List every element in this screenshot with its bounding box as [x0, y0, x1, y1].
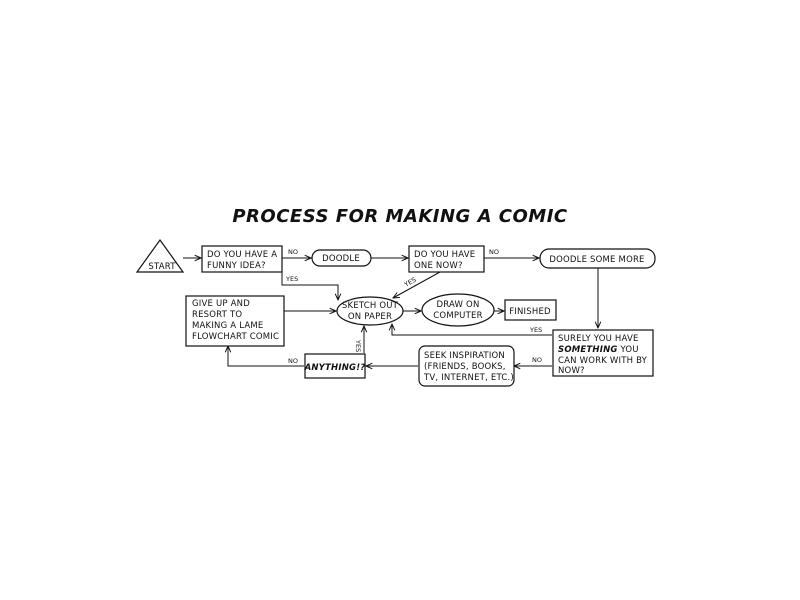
anything-box: [304, 353, 366, 379]
edge-label-surely-no: NO: [532, 356, 542, 364]
finished-box: [504, 299, 557, 321]
node-one-now: DO YOU HAVE ONE NOW?: [408, 245, 485, 273]
surely-line-2: SOMETHING YOU: [558, 345, 639, 355]
edge-label-anything-yes: YES: [354, 339, 362, 352]
start-triangle: [135, 238, 185, 273]
inspiration-line-2: (FRIENDS, BOOKS,: [424, 362, 506, 372]
funny-idea-line-2: FUNNY IDEA?: [207, 261, 266, 271]
draw-ellipse: [421, 293, 495, 327]
sketch-ellipse: [336, 296, 404, 326]
node-funny-idea: DO YOU HAVE A FUNNY IDEA?: [201, 245, 283, 273]
edge-one-now-yes-to-sketch: [393, 271, 441, 298]
one-now-line-2: ONE NOW?: [414, 261, 463, 271]
node-give-up: GIVE UP AND RESORT TO MAKING A LAME FLOW…: [185, 295, 285, 347]
edge-surely-yes-to-sketch: [392, 324, 552, 336]
doodle-label: DOODLE: [322, 254, 360, 264]
draw-line-1: DRAW ON: [436, 300, 479, 310]
node-sketch: SKETCH OUT ON PAPER: [336, 296, 404, 326]
diagram-title: PROCESS FOR MAKING A COMIC: [232, 206, 568, 227]
edge-label-one-now-no: NO: [489, 248, 499, 256]
doodle-box: [311, 249, 372, 267]
node-anything: ANYTHING!?: [304, 353, 366, 379]
give-up-line-1: GIVE UP AND: [192, 299, 250, 309]
edge-label-one-now-yes: YES: [402, 276, 417, 290]
doodle-more-box: [539, 248, 656, 269]
give-up-box: [185, 295, 285, 347]
node-inspiration: SEEK INSPIRATION (FRIENDS, BOOKS, TV, IN…: [418, 345, 515, 387]
surely-line-4: NOW?: [558, 366, 585, 376]
edge-label-surely-yes: YES: [529, 326, 542, 334]
start-label: START: [148, 262, 176, 272]
sketch-line-1: SKETCH OUT: [342, 301, 399, 311]
surely-box: [552, 329, 654, 377]
node-doodle-more: DOODLE SOME MORE: [539, 248, 656, 269]
inspiration-line-1: SEEK INSPIRATION: [424, 351, 505, 361]
inspiration-box: [418, 345, 515, 387]
edge-label-funny-yes: YES: [285, 275, 298, 283]
finished-label: FINISHED: [509, 307, 551, 317]
surely-line-2-rest: YOU: [618, 345, 639, 355]
edge-label-anything-no: NO: [288, 357, 298, 365]
sketch-line-2: ON PAPER: [348, 312, 392, 322]
edge-label-funny-no: NO: [288, 248, 298, 256]
surely-line-1: SURELY YOU HAVE: [558, 334, 639, 344]
give-up-line-4: FLOWCHART COMIC: [192, 332, 279, 342]
surely-line-3: CAN WORK WITH BY: [558, 356, 648, 366]
node-draw: DRAW ON COMPUTER: [421, 293, 495, 327]
draw-line-2: COMPUTER: [433, 311, 482, 321]
one-now-box: [408, 245, 485, 273]
connectors: [183, 258, 598, 366]
node-finished: FINISHED: [504, 299, 557, 321]
node-surely: SURELY YOU HAVE SOMETHING YOU CAN WORK W…: [552, 329, 654, 377]
funny-idea-line-1: DO YOU HAVE A: [207, 250, 277, 260]
anything-label: ANYTHING!?: [304, 363, 366, 373]
one-now-line-1: DO YOU HAVE: [414, 250, 475, 260]
surely-emphasis: SOMETHING: [558, 345, 618, 355]
funny-idea-box: [201, 245, 283, 273]
give-up-line-3: MAKING A LAME: [192, 321, 263, 331]
doodle-more-label: DOODLE SOME MORE: [549, 255, 644, 265]
edge-anything-no-to-give-up: [228, 346, 304, 367]
edge-funny-yes-to-sketch: [281, 272, 338, 300]
give-up-line-2: RESORT TO: [192, 310, 242, 320]
node-doodle: DOODLE: [311, 249, 372, 267]
node-start: START: [135, 238, 185, 273]
inspiration-line-3: TV, INTERNET, ETC.): [423, 373, 514, 383]
